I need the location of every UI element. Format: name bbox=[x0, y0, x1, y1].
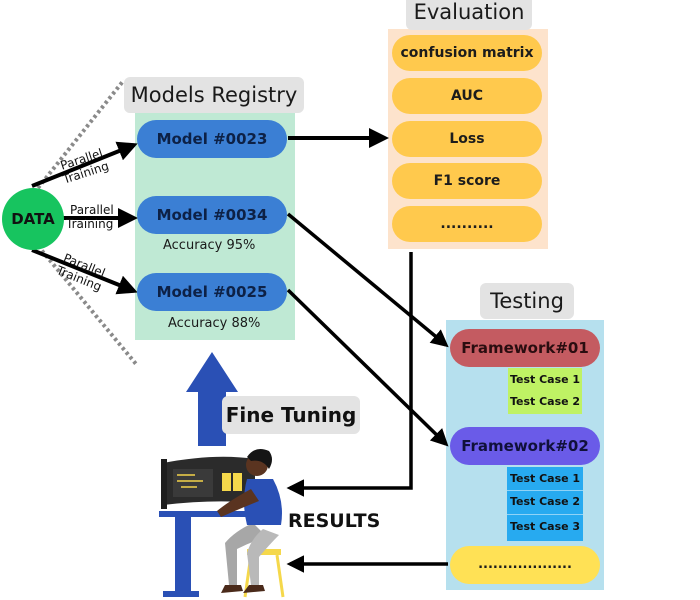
data-node: DATA bbox=[2, 188, 64, 250]
eval-auc: AUC bbox=[392, 78, 542, 114]
testing-title: Testing bbox=[480, 283, 574, 319]
framework-01-test-case-2: Test Case 2 bbox=[509, 395, 581, 408]
testing-more: ................... bbox=[450, 546, 600, 584]
framework-02-test-case-1: Test Case 1 bbox=[509, 472, 581, 485]
framework-01-tests bbox=[508, 368, 582, 414]
dotted-line-top bbox=[36, 78, 126, 190]
framework-02[interactable]: Framework#02 bbox=[450, 427, 600, 465]
eval-more: .......... bbox=[392, 206, 542, 242]
fine-tuning-label: Fine Tuning bbox=[222, 396, 360, 434]
person-at-computer-illustration bbox=[159, 449, 285, 598]
framework-02-test-case-2: Test Case 2 bbox=[509, 495, 581, 508]
person-torso bbox=[244, 479, 282, 525]
framework-01-test-case-1: Test Case 1 bbox=[509, 373, 581, 386]
screen-code-panel bbox=[173, 469, 213, 497]
model-0025-accuracy: Accuracy 88% bbox=[168, 316, 261, 331]
model-0034-accuracy: Accuracy 95% bbox=[163, 238, 256, 253]
screen-sticky-note-2 bbox=[233, 473, 242, 491]
edge-label-training-2: Parallel Training bbox=[66, 203, 114, 231]
dotted-line-bottom bbox=[36, 244, 138, 366]
arrow-evaluation-to-results bbox=[286, 252, 413, 497]
eval-f1-score: F1 score bbox=[392, 163, 542, 199]
data-node-label: DATA bbox=[11, 210, 55, 228]
results-label: RESULTS bbox=[288, 510, 381, 532]
framework-02-test-divider-1 bbox=[507, 490, 583, 491]
arrow-model-to-framework1 bbox=[286, 212, 449, 348]
desk bbox=[159, 511, 269, 517]
eval-confusion-matrix: confusion matrix bbox=[392, 35, 542, 71]
arrow-model-to-framework2 bbox=[286, 288, 449, 447]
training-arrow-3 bbox=[31, 248, 138, 295]
screen-sticky-note-1 bbox=[222, 473, 231, 491]
framework-02-test-case-3: Test Case 3 bbox=[509, 520, 581, 533]
evaluation-title: Evaluation bbox=[406, 0, 532, 30]
model-0034[interactable]: Model #0034 bbox=[137, 196, 287, 234]
training-arrow-1 bbox=[31, 141, 138, 188]
stool bbox=[247, 549, 281, 555]
eval-loss: Loss bbox=[392, 121, 542, 157]
framework-02-tests bbox=[507, 467, 583, 541]
model-0025[interactable]: Model #0025 bbox=[137, 273, 287, 311]
model-0023[interactable]: Model #0023 bbox=[137, 120, 287, 158]
framework-02-test-divider-2 bbox=[507, 514, 583, 515]
models-registry-title: Models Registry bbox=[124, 77, 304, 113]
framework-01[interactable]: Framework#01 bbox=[450, 329, 600, 367]
